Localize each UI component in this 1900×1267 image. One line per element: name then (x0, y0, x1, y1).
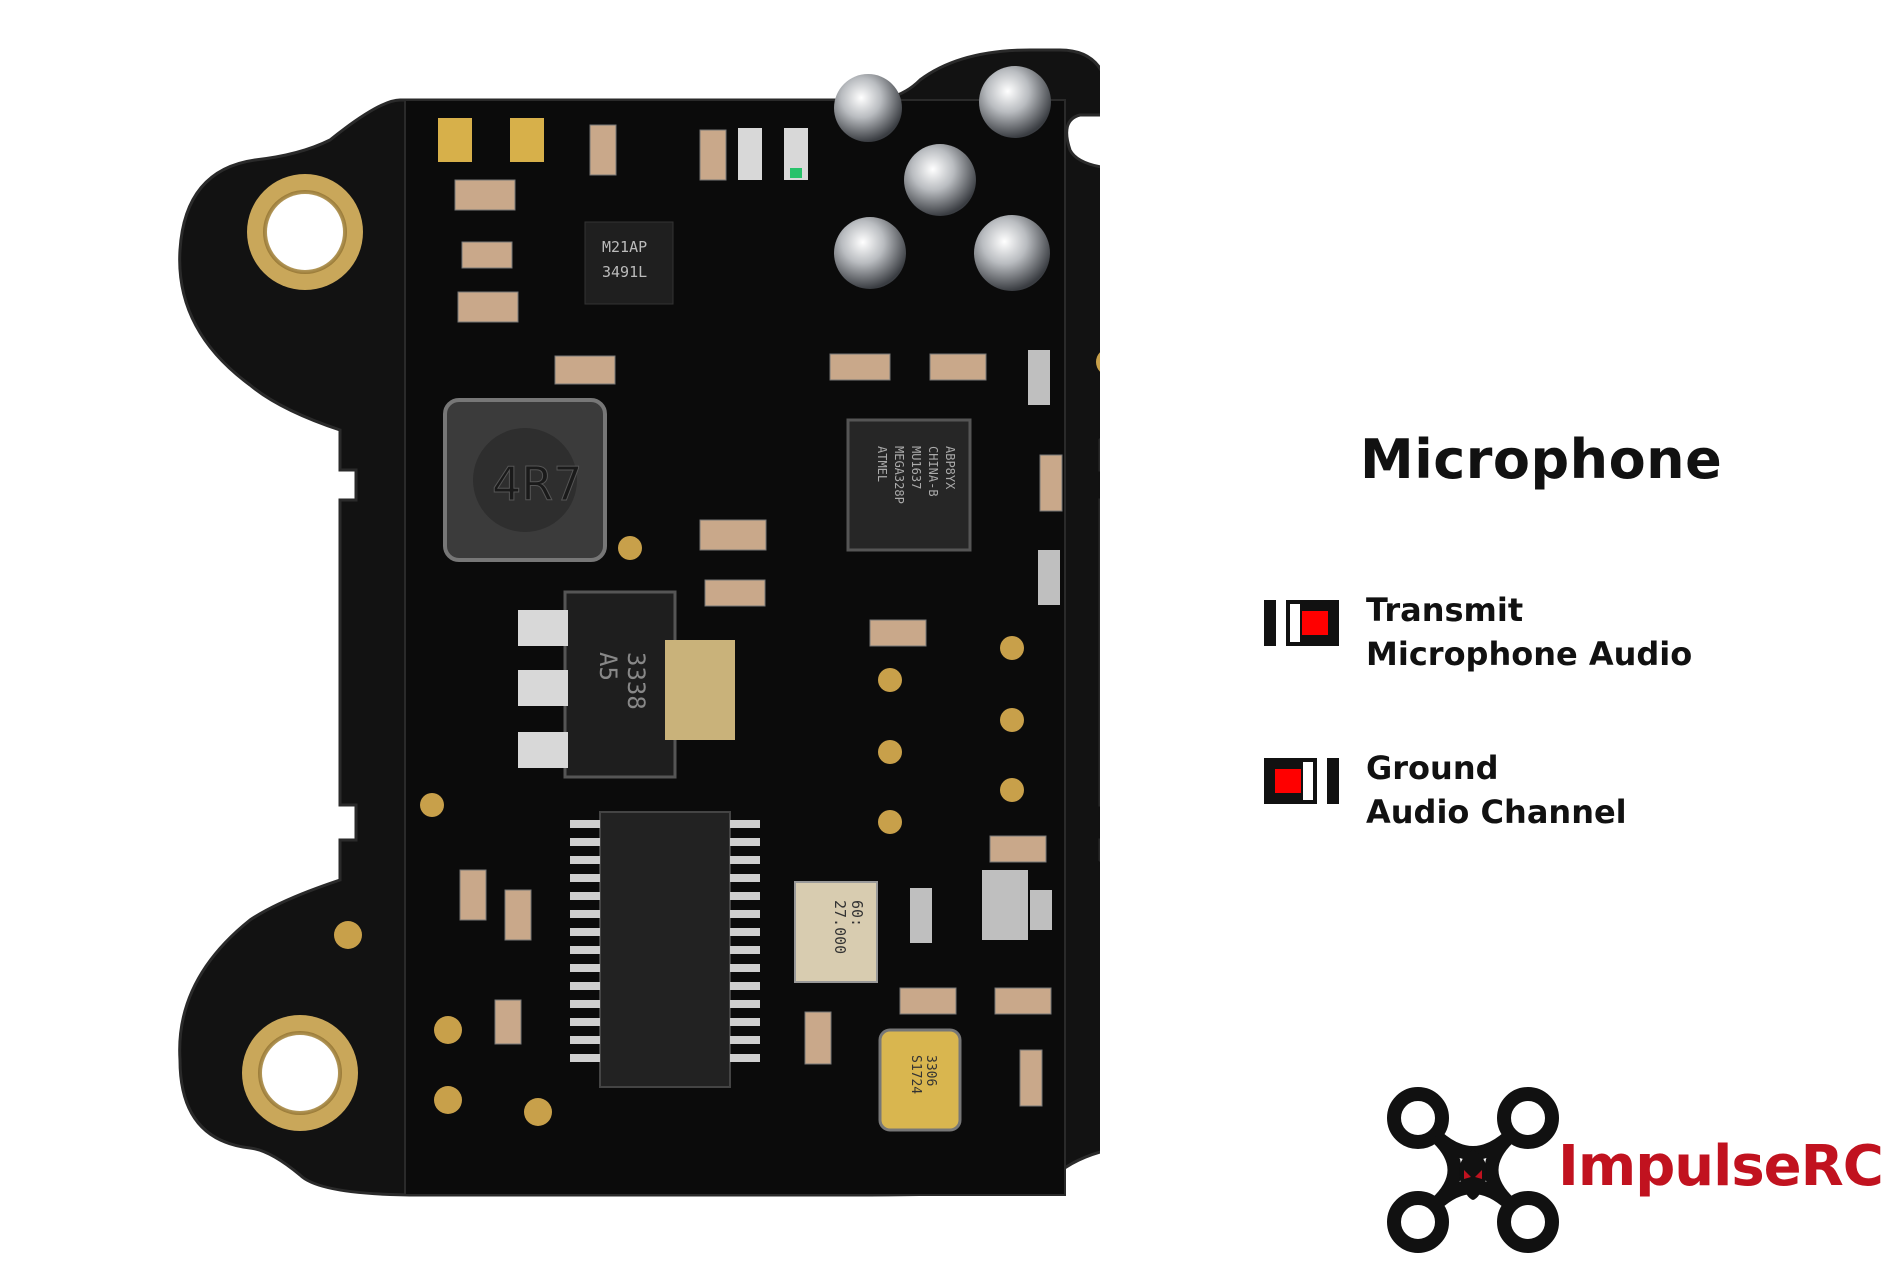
inductor-marking: 4R7 (492, 457, 583, 511)
svg-text:3306: 3306 (923, 1055, 938, 1086)
svg-text:3338: 3338 (622, 652, 650, 710)
svg-text:ATMEL: ATMEL (875, 446, 889, 482)
microphone-component: S1724 3306 (878, 1028, 962, 1132)
svg-text:MEGA328P: MEGA328P (892, 446, 906, 504)
pin-diagram-ground-icon (1264, 758, 1339, 804)
svg-text:3491L: 3491L (602, 263, 647, 281)
osd-chip (570, 811, 760, 1088)
mounting-hole-top-left (247, 174, 363, 290)
voltage-regulator: 3338 A5 (518, 590, 735, 779)
svg-text:27.000: 27.000 (831, 900, 849, 954)
legend-1-line1: Transmit (1366, 591, 1524, 629)
microphone-heading: Microphone (1360, 428, 1723, 491)
svg-text:MU1637: MU1637 (909, 446, 923, 489)
inductor-4r7: 4R7 (443, 398, 607, 562)
brand-name: ImpulseRC (1558, 1134, 1884, 1199)
svg-text:A5: A5 (594, 652, 622, 681)
mounting-hole-bottom-left (242, 1015, 358, 1131)
antenna-solder-pads (834, 66, 1051, 291)
svg-text:ABP8YX: ABP8YX (943, 446, 957, 490)
svg-text:M21AP: M21AP (602, 238, 647, 256)
svg-text:S1724: S1724 (908, 1055, 923, 1094)
svg-text:60:: 60: (848, 900, 866, 927)
crystal-oscillator: 27.000 60: (794, 881, 878, 983)
legend-2-line2: Audio Channel (1366, 793, 1627, 831)
impulserc-logo-icon (1387, 1087, 1559, 1253)
pin-diagram-transmit-icon (1264, 600, 1339, 646)
mcu-chip: ATMEL MEGA328P MU1637 CHINA-B ABP8YX (846, 418, 972, 552)
legend-1-line2: Microphone Audio (1366, 635, 1693, 673)
vtx-pcb-board: 4R7 M21AP 3491L ATMEL MEGA328P MU1637 CH… (178, 48, 1100, 1197)
svg-text:CHINA-B: CHINA-B (926, 446, 940, 497)
legend-2-line1: Ground (1366, 749, 1499, 787)
